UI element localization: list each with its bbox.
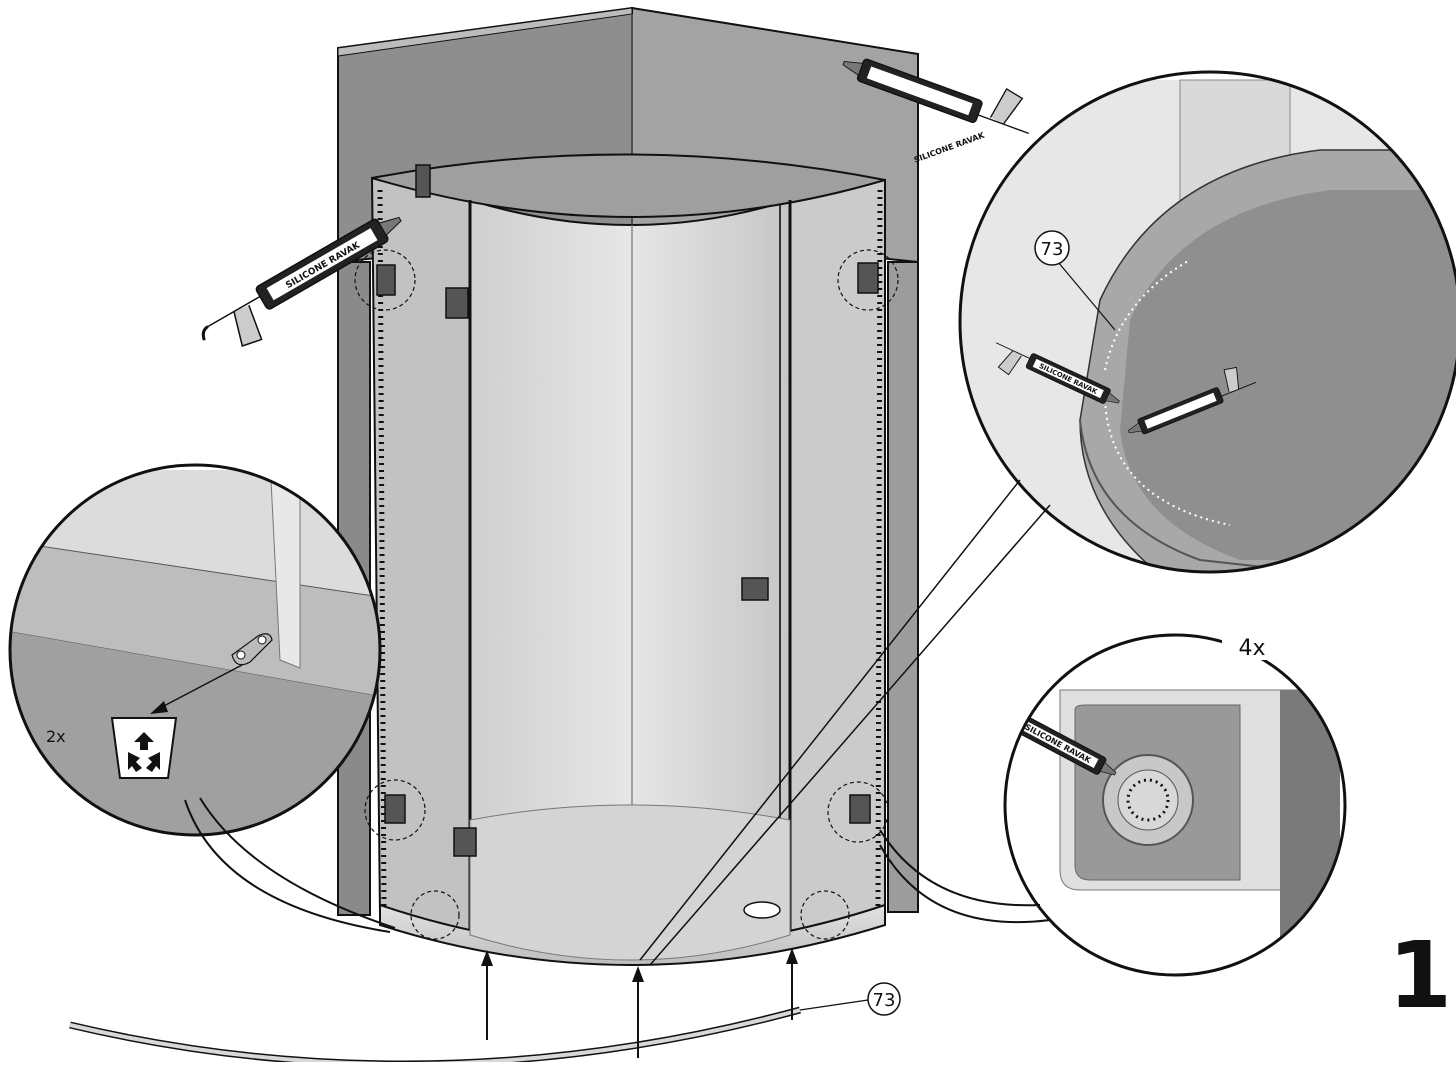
- part-number-label: 73: [873, 990, 896, 1011]
- gun-label: SILICONE RAVAK: [913, 130, 987, 164]
- silicone-gun-icon: [842, 58, 1029, 135]
- detail-view-drain-silicone: SILICONE RAVAK 4x: [879, 626, 1347, 977]
- silicone-gun-icon: [1127, 366, 1257, 435]
- qty-label-2x: 2x: [46, 727, 66, 746]
- detail-part-number: 73: [1041, 239, 1064, 260]
- arrow-up-icon: [632, 966, 644, 1058]
- arrow-up-icon: [786, 948, 798, 1020]
- part-callout-circle: [867, 982, 901, 1016]
- recycle-bin-icon: [110, 717, 178, 779]
- spacer-clip: [231, 633, 273, 666]
- step-number: 13: [1387, 922, 1456, 1029]
- detail-view-tray-edge: SILICONE RAVAK 73: [639, 70, 1456, 966]
- detail-view-remove-spacer: 2x: [8, 463, 396, 933]
- seal-profile-73: [69, 1006, 801, 1066]
- shower-enclosure: [354, 153, 899, 966]
- qty-label-4x: 4x: [1238, 636, 1265, 661]
- arrow-up-icon: [481, 950, 493, 1040]
